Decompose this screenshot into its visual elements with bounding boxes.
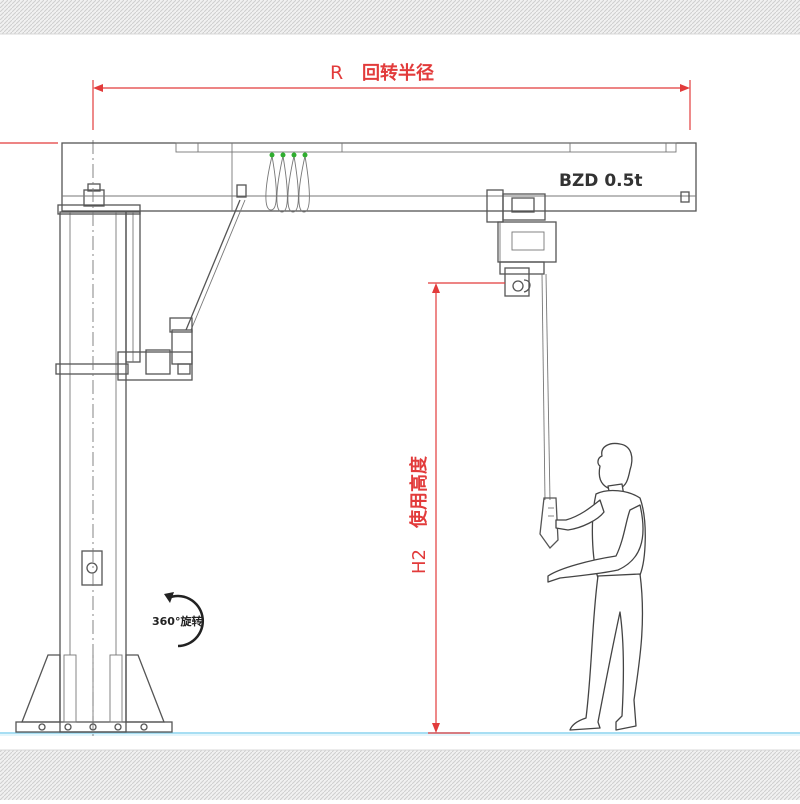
model-label: BZD 0.5t [559,171,643,191]
height-dimension [428,282,505,734]
hoist [486,189,557,297]
height-symbol: H2 [409,549,430,574]
rotation-arrow-icon [164,592,205,648]
radius-dimension [92,80,691,130]
rotation-label: 360°旋转 [152,614,202,628]
pendant-control[interactable] [539,273,559,550]
slew-drive [117,199,246,381]
height-label: 使用高度 [408,455,430,529]
column [55,140,141,740]
festoon-cables [265,152,310,213]
top-border-band [0,0,800,34]
radius-symbol: R [330,62,343,84]
bottom-border-band [0,750,800,800]
jib-arm [61,142,697,212]
radius-label: 回转半径 [362,62,434,84]
column-base [15,654,173,733]
operator-figure [547,442,646,731]
